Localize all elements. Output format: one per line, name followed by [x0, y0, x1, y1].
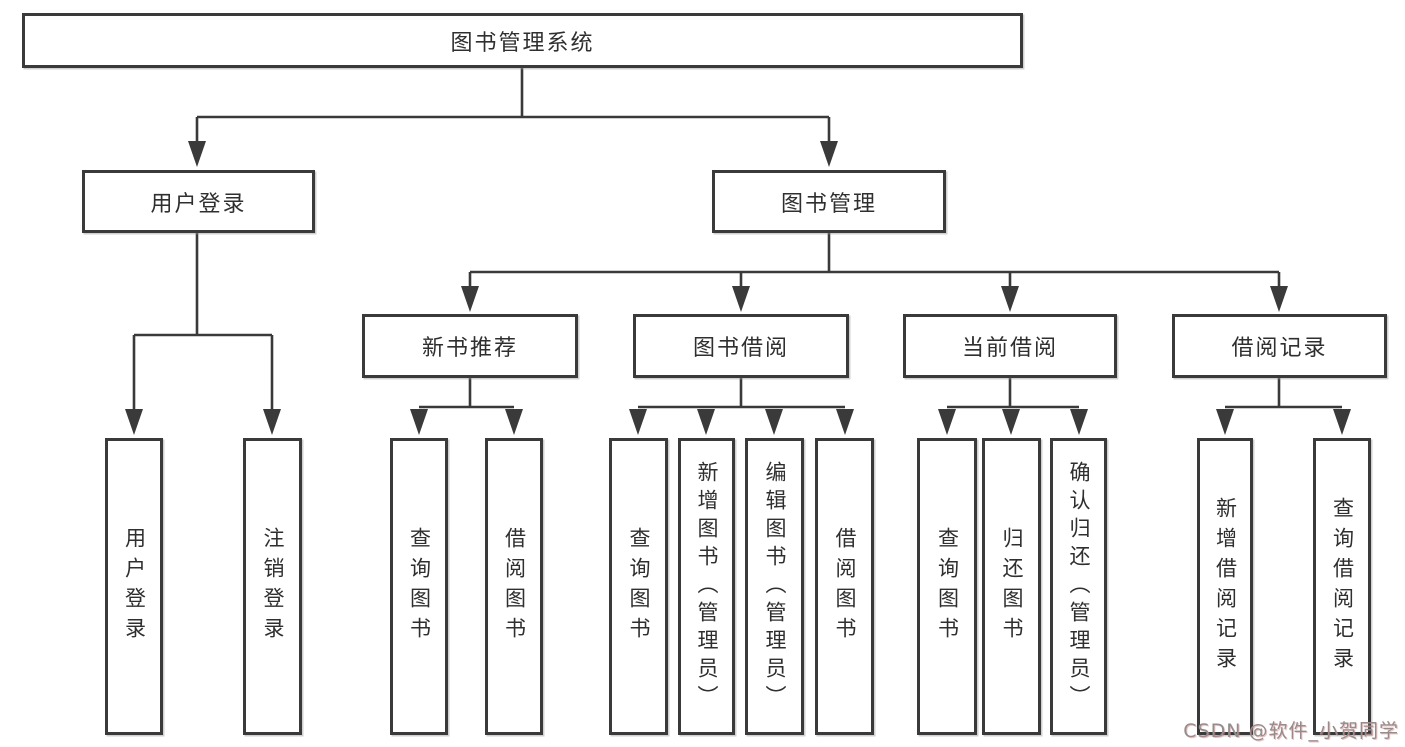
node-label: 新增图书（管理员） [695, 460, 719, 713]
node-label: 归还图书 [1000, 526, 1024, 647]
leaf-add-books-admin: 新增图书（管理员） [678, 438, 735, 735]
leaf-query-books: 查询图书 [390, 438, 448, 735]
node-new-book-recommend: 新书推荐 [362, 314, 578, 378]
node-borrow-records: 借阅记录 [1172, 314, 1387, 378]
leaf-borrow-books: 借阅图书 [485, 438, 543, 735]
node-label: 当前借阅 [961, 336, 1058, 361]
node-label: 查询图书 [935, 526, 960, 647]
leaf-add-borrow-record: 新增借阅记录 [1197, 438, 1253, 735]
node-label: 注销登录 [261, 526, 285, 647]
leaf-confirm-return-admin: 确认归还（管理员） [1050, 438, 1107, 735]
node-user-login: 用户登录 [82, 170, 315, 233]
node-label: 图书管理系统 [450, 30, 595, 56]
node-label: 确认归还（管理员） [1067, 460, 1091, 713]
leaf-logout: 注销登录 [243, 438, 302, 735]
arrowheads [125, 141, 1351, 435]
node-label: 查询图书 [627, 526, 651, 647]
leaf-edit-books-admin: 编辑图书（管理员） [745, 438, 804, 735]
leaf-return-books: 归还图书 [982, 438, 1041, 735]
node-label: 借阅图书 [833, 526, 857, 647]
node-label: 查询图书 [407, 526, 432, 647]
node-label: 图书借阅 [692, 336, 789, 361]
node-book-borrowing: 图书借阅 [633, 314, 849, 378]
node-label: 借阅图书 [502, 526, 527, 647]
node-label: 编辑图书（管理员） [763, 460, 787, 713]
node-book-management: 图书管理 [712, 170, 946, 233]
node-label: 查询借阅记录 [1330, 496, 1355, 677]
node-label: 新书推荐 [421, 336, 518, 361]
node-library-system: 图书管理系统 [22, 13, 1023, 68]
node-label: 图书管理 [780, 191, 877, 217]
leaf-user-login: 用户登录 [105, 438, 163, 735]
node-label: 新增借阅记录 [1213, 496, 1238, 677]
node-label: 用户登录 [122, 526, 147, 647]
csdn-watermark: CSDN @软件_小贺同学 [1183, 720, 1399, 742]
leaf-borrow-books: 借阅图书 [815, 438, 874, 735]
leaf-query-books: 查询图书 [917, 438, 977, 735]
node-label: 用户登录 [150, 191, 247, 217]
node-label: 借阅记录 [1231, 336, 1328, 361]
leaf-query-books: 查询图书 [609, 438, 668, 735]
leaf-query-borrow-record: 查询借阅记录 [1313, 438, 1371, 735]
node-current-borrowing: 当前借阅 [903, 314, 1117, 378]
